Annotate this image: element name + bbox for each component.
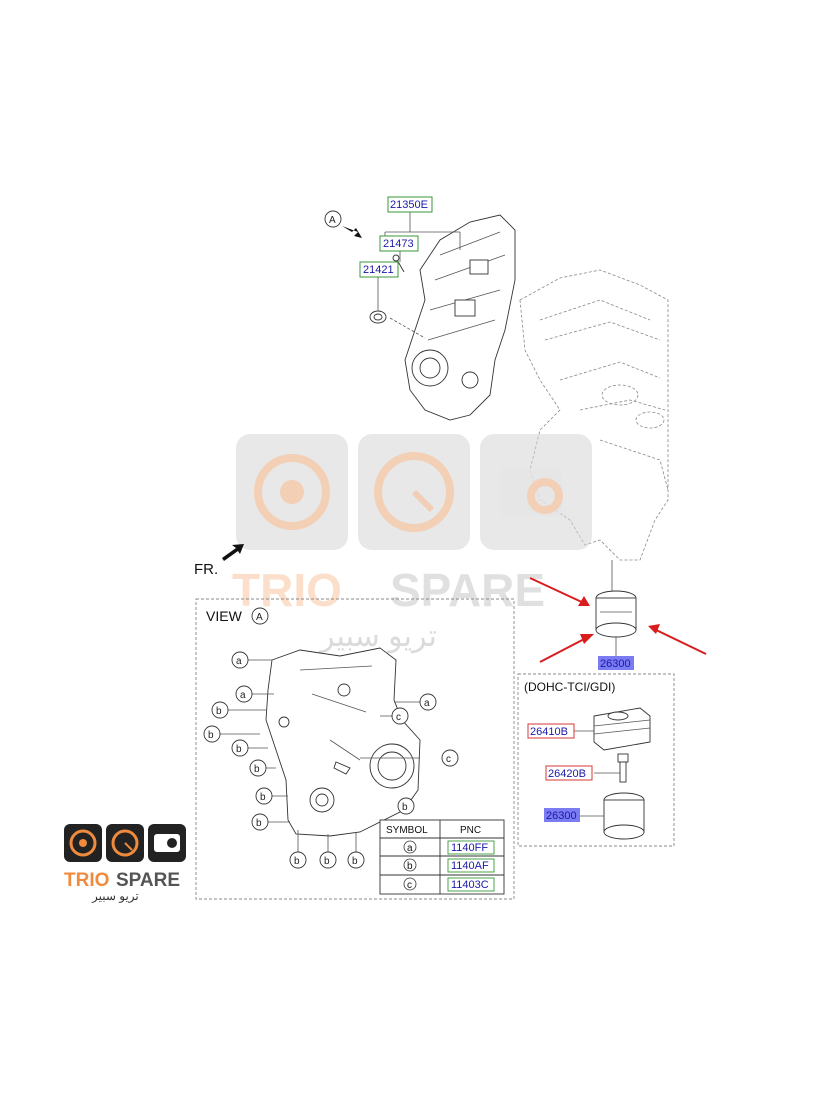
- variant-panel: (DOHC-TCI/GDI) 26410B 26420B: [517, 673, 675, 847]
- callout-b: b: [347, 851, 365, 869]
- oil-filter-main: [595, 590, 637, 656]
- label-oil-cooler[interactable]: 26410B: [527, 723, 575, 739]
- svg-text:21350E: 21350E: [390, 199, 428, 211]
- svg-text:26300: 26300: [600, 658, 631, 670]
- front-direction: FR.: [194, 544, 244, 578]
- cooler-bolt: [594, 753, 629, 783]
- svg-text:b: b: [324, 856, 330, 867]
- svg-text:c: c: [396, 712, 401, 723]
- svg-text:a: a: [240, 690, 246, 701]
- svg-text:a: a: [236, 656, 242, 667]
- svg-text:1140FF: 1140FF: [451, 842, 488, 854]
- table-row: a 1140FF: [403, 840, 495, 855]
- svg-text:b: b: [402, 802, 408, 813]
- view-arrow-icon: [342, 226, 362, 238]
- cover-bolt: [392, 254, 405, 273]
- svg-text:26410B: 26410B: [530, 726, 568, 738]
- svg-text:TRIO: TRIO: [64, 870, 109, 891]
- callout-b: b: [231, 739, 249, 757]
- svg-text:c: c: [446, 754, 451, 765]
- callout-b: b: [255, 787, 273, 805]
- view-a-marker: A: [324, 210, 362, 238]
- svg-text:b: b: [260, 792, 266, 803]
- watermark-gauge-icon: [374, 452, 454, 532]
- highlight-arrows: [529, 577, 707, 663]
- svg-text:26420B: 26420B: [548, 768, 586, 780]
- timing-cover: [389, 214, 516, 421]
- svg-text:(DOHC-TCI/GDI): (DOHC-TCI/GDI): [524, 680, 615, 694]
- svg-text:تريو سبير: تريو سبير: [91, 889, 139, 903]
- front-arrow-icon: [222, 544, 244, 561]
- svg-text:b: b: [294, 856, 300, 867]
- callout-b: b: [289, 851, 307, 869]
- svg-text:a: a: [424, 698, 430, 709]
- callout-a: a: [419, 693, 437, 711]
- label-oil-filter-variant[interactable]: 26300: [544, 808, 580, 822]
- svg-text:1140AF: 1140AF: [451, 860, 489, 872]
- label-oil-filter-main[interactable]: 26300: [598, 656, 634, 670]
- callout-a: a: [235, 685, 253, 703]
- watermark: TRIO SPARE تريو سبير: [232, 434, 592, 654]
- callout-b: b: [249, 759, 267, 777]
- svg-text:11403C: 11403C: [451, 879, 489, 891]
- callout-c: c: [391, 707, 409, 725]
- callout-a: a: [231, 651, 249, 669]
- svg-text:21473: 21473: [383, 238, 414, 250]
- svg-text:c: c: [407, 880, 412, 891]
- red-arrow-icon: [648, 624, 660, 634]
- callout-b: b: [251, 813, 269, 831]
- watermark-gear-icon: [254, 454, 330, 530]
- svg-text:21421: 21421: [363, 264, 394, 276]
- symbol-pnc-table: SYMBOL PNC a 1140FF b 1140AF c 11403C: [379, 819, 505, 895]
- callout-b: b: [211, 701, 229, 719]
- svg-text:A: A: [256, 612, 263, 623]
- engine-block-outline: [519, 269, 669, 592]
- svg-text:b: b: [236, 744, 242, 755]
- gear-icon: [69, 829, 97, 857]
- oil-filter-variant: [580, 792, 645, 840]
- svg-text:a: a: [407, 843, 413, 854]
- gauge-icon: [111, 829, 139, 857]
- callout-b: b: [203, 725, 221, 743]
- callout-b: b: [319, 851, 337, 869]
- callout-b: b: [397, 797, 415, 815]
- red-arrow-icon: [580, 634, 594, 644]
- svg-text:b: b: [216, 706, 222, 717]
- label-seal[interactable]: 21421: [359, 261, 399, 278]
- oil-cooler: [574, 707, 651, 751]
- svg-text:b: b: [208, 730, 214, 741]
- table-row: c 11403C: [403, 877, 495, 892]
- svg-text:TRIO: TRIO: [232, 564, 342, 616]
- svg-text:FR.: FR.: [194, 561, 218, 578]
- svg-text:26300: 26300: [546, 810, 577, 822]
- svg-text:b: b: [407, 861, 413, 872]
- svg-text:b: b: [254, 764, 260, 775]
- callout-c: c: [441, 749, 459, 767]
- svg-text:b: b: [352, 856, 358, 867]
- brand-logo: TRIO SPARE تريو سبير: [64, 824, 186, 903]
- label-bolt[interactable]: 21473: [379, 235, 419, 252]
- red-arrow-icon: [578, 596, 590, 606]
- svg-text:VIEW: VIEW: [206, 608, 243, 624]
- table-header-symbol: SYMBOL: [386, 825, 428, 836]
- seal-ring: [369, 310, 387, 324]
- table-header-pnc: PNC: [460, 825, 481, 836]
- label-cover-assembly[interactable]: 21350E: [387, 196, 433, 213]
- table-row: b 1140AF: [403, 858, 495, 873]
- svg-text:A: A: [329, 215, 336, 226]
- label-cooler-bolt[interactable]: 26420B: [545, 765, 593, 781]
- svg-text:SPARE: SPARE: [116, 870, 180, 891]
- svg-text:SPARE: SPARE: [390, 564, 545, 616]
- svg-text:b: b: [256, 818, 262, 829]
- view-a-panel: VIEW A a a a b: [195, 598, 515, 900]
